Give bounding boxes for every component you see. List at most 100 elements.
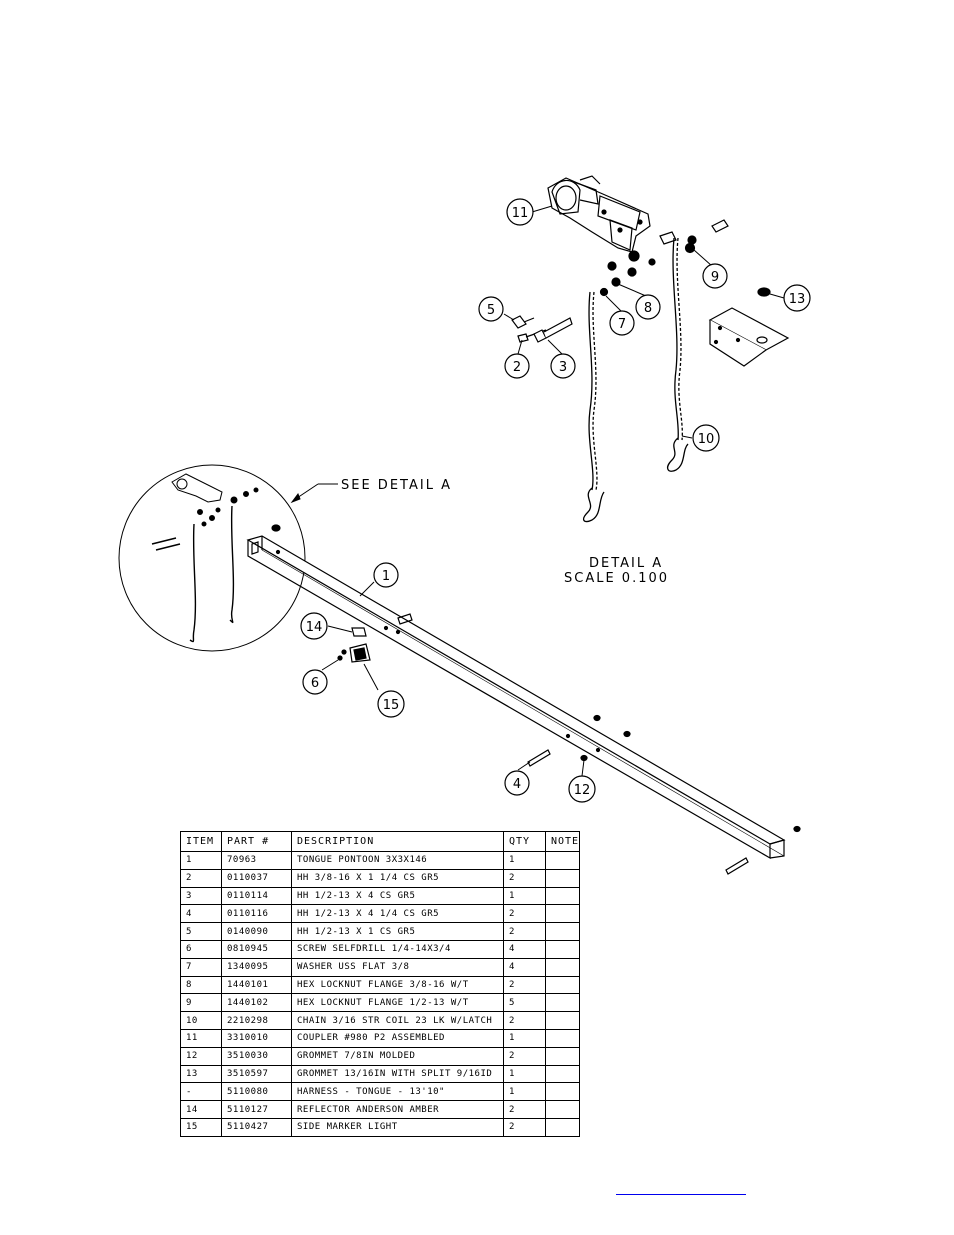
cell-item: - (180, 1082, 222, 1102)
detail-a-miniature (151, 473, 259, 643)
cell-note (544, 922, 581, 941)
svg-text:14: 14 (306, 620, 323, 635)
cell-item: 12 (180, 1046, 222, 1066)
cell-qty: 4 (503, 939, 546, 959)
cell-note (544, 1064, 581, 1084)
column-header-item: ITEM (180, 831, 222, 852)
cell-part: 1440102 (221, 993, 292, 1013)
cell-note (544, 957, 581, 977)
cell-qty: 2 (503, 922, 546, 941)
cell-note (544, 975, 581, 995)
cell-note (544, 939, 581, 959)
detail-title: DETAIL A (589, 556, 663, 571)
svg-text:9: 9 (711, 270, 719, 285)
svg-text:12: 12 (574, 783, 591, 798)
cell-desc: HEX LOCKNUT FLANGE 3/8-16 W/T (291, 975, 504, 995)
detail-scale: SCALE 0.100 (564, 571, 669, 586)
callout-1: 1 (373, 562, 399, 588)
cell-part: 0110037 (221, 868, 292, 888)
column-header-note: NOTE (544, 831, 581, 852)
cell-desc: CHAIN 3/16 STR COIL 23 LK W/LATCH (291, 1011, 504, 1030)
cell-item: 1 (180, 851, 222, 870)
cell-qty: 1 (503, 886, 546, 906)
cell-desc: SIDE MARKER LIGHT (291, 1117, 504, 1137)
callout-leaders (321, 205, 785, 777)
svg-text:8: 8 (644, 301, 652, 316)
cell-part: 5110080 (221, 1082, 292, 1102)
cell-desc: REFLECTOR ANDERSON AMBER (291, 1100, 504, 1119)
callout-9: 9 (702, 263, 728, 289)
svg-text:15: 15 (383, 698, 400, 713)
cell-desc: HARNESS - TONGUE - 13'10" (291, 1082, 504, 1102)
loose-bolts (511, 315, 573, 343)
detail-a-circle (118, 464, 306, 652)
callout-10: 10 (692, 424, 720, 452)
cell-item: 7 (180, 957, 222, 977)
cell-desc: HH 1/2-13 X 4 1/4 CS GR5 (291, 904, 504, 924)
svg-text:7: 7 (618, 317, 626, 332)
cell-item: 14 (180, 1100, 222, 1119)
cell-qty: 2 (503, 1117, 546, 1137)
cell-item: 2 (180, 868, 222, 888)
column-header-part-number: PART # (221, 831, 292, 852)
svg-text:10: 10 (698, 432, 715, 447)
cell-part: 0810945 (221, 939, 292, 959)
callout-11: 11 (506, 198, 534, 226)
cell-qty: 1 (503, 1028, 546, 1048)
column-header-description: DESCRIPTION (291, 831, 504, 852)
harness-bracket (708, 287, 790, 367)
cell-item: 3 (180, 886, 222, 906)
callout-5: 5 (478, 296, 504, 322)
callout-4: 4 (504, 770, 530, 796)
cell-desc: HH 3/8-16 X 1 1/4 CS GR5 (291, 868, 504, 888)
svg-text:3: 3 (559, 360, 567, 375)
cell-qty: 2 (503, 1046, 546, 1066)
cell-part: 0110114 (221, 886, 292, 906)
cell-qty: 1 (503, 1082, 546, 1102)
cell-item: 11 (180, 1028, 222, 1048)
safety-chain-right (667, 237, 689, 472)
cell-qty: 1 (503, 1064, 546, 1084)
callout-13: 13 (783, 284, 811, 312)
cell-item: 6 (180, 939, 222, 959)
cell-qty: 2 (503, 1100, 546, 1119)
cell-desc: GROMMET 13/16IN WITH SPLIT 9/16ID (291, 1064, 504, 1084)
callout-3: 3 (550, 353, 576, 379)
footer-link[interactable] (616, 1180, 746, 1195)
cell-item: 15 (180, 1117, 222, 1137)
callout-12: 12 (568, 775, 596, 803)
svg-text:11: 11 (512, 206, 529, 221)
cell-qty: 2 (503, 975, 546, 995)
cell-item: 10 (180, 1011, 222, 1030)
cell-desc: COUPLER #980 P2 ASSEMBLED (291, 1028, 504, 1048)
cell-desc: TONGUE PONTOON 3X3X146 (291, 851, 504, 870)
callout-6: 6 (302, 669, 328, 695)
callout-7: 7 (609, 310, 635, 336)
cell-desc: WASHER USS FLAT 3/8 (291, 957, 504, 977)
see-detail-leader (290, 483, 338, 504)
cell-desc: SCREW SELFDRILL 1/4-14X3/4 (291, 939, 504, 959)
cell-item: 5 (180, 922, 222, 941)
cell-desc: GROMMET 7/8IN MOLDED (291, 1046, 504, 1066)
cell-note (544, 1117, 581, 1137)
cell-part: 5110127 (221, 1100, 292, 1119)
cell-part: 2210298 (221, 1011, 292, 1030)
cell-part: 0110116 (221, 904, 292, 924)
cell-qty: 2 (503, 868, 546, 888)
cell-part: 5110427 (221, 1117, 292, 1137)
cell-item: 4 (180, 904, 222, 924)
callout-8: 8 (635, 294, 661, 320)
